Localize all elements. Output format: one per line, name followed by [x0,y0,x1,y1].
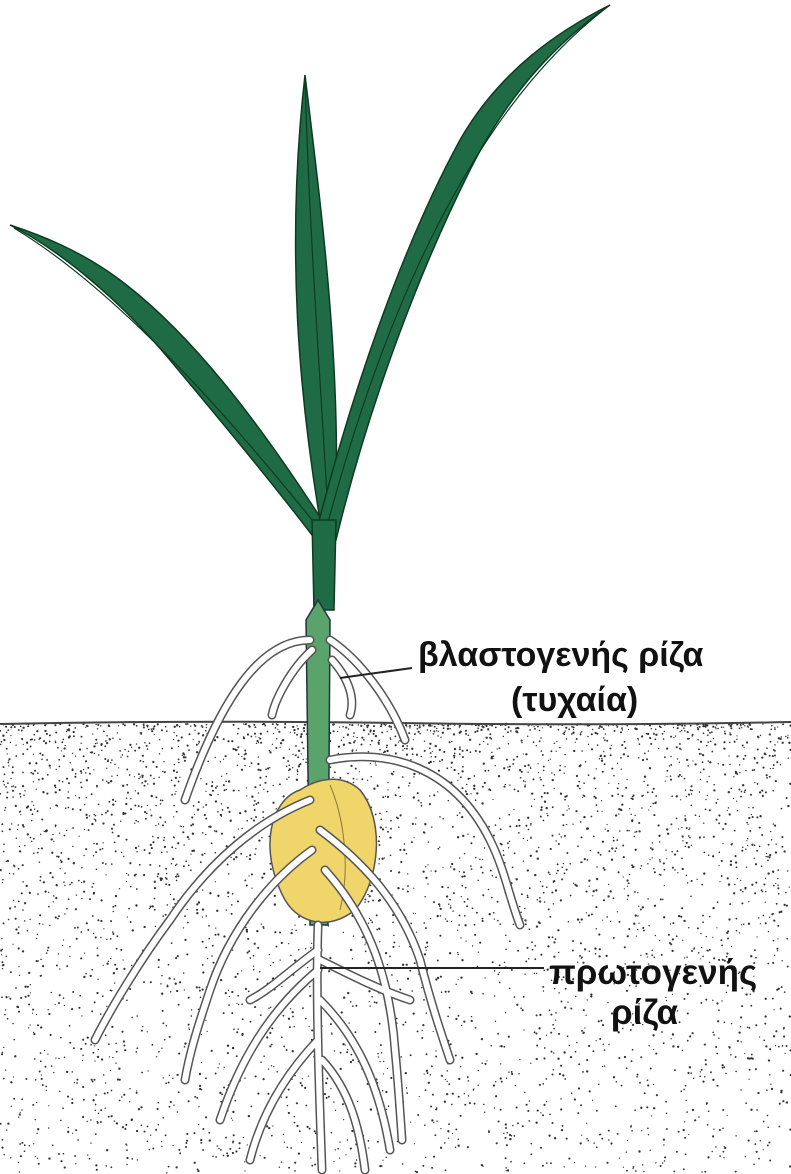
leaves [10,5,610,540]
right-leaf [318,5,610,540]
adventitious-root-sublabel: (τυχαία) [511,683,638,717]
seed [270,779,376,922]
left-leaf [10,225,322,535]
primary-root-label-line2: ρίζα [611,995,678,1030]
adventitious-root-label: βλαστογενής ρίζα [418,638,703,672]
primary-root-label: πρωτογενής [549,955,757,990]
middle-leaf [296,75,337,520]
adventitious-root-leader [340,668,412,678]
